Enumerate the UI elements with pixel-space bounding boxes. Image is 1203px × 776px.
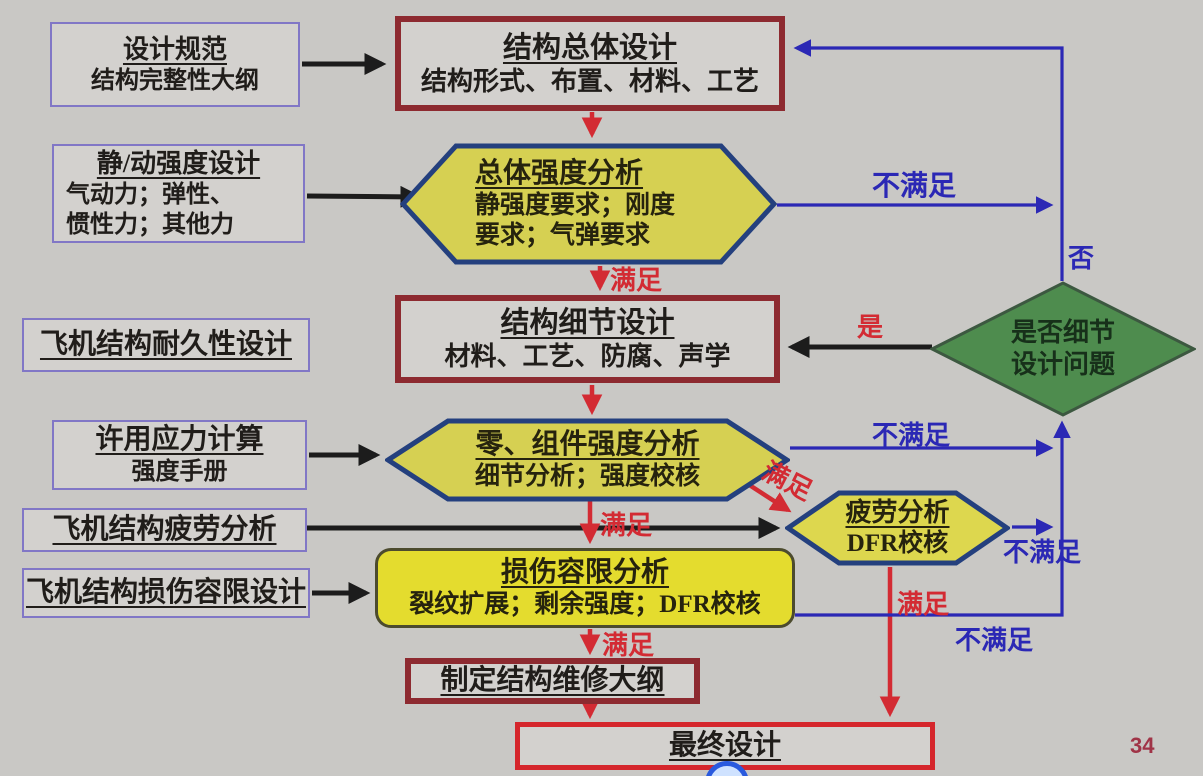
node-allowable-stress-subtitle: 强度手册 [131, 459, 228, 485]
node-durability-design: 飞机结构耐久性设计 [22, 318, 310, 372]
node-final-design-title: 最终设计 [668, 730, 781, 761]
node-damage-tolerance-design: 飞机结构损伤容限设计 [22, 568, 310, 618]
node-damage-tolerance-analysis: 损伤容限分析 裂纹扩展；剩余强度；DFR校核 [375, 548, 795, 628]
node-maintenance-program: 制定结构维修大纲 [405, 658, 700, 704]
node-allowable-stress-title: 许用应力计算 [95, 424, 264, 455]
node-damage-tolerance-title: 损伤容限分析 [500, 557, 669, 588]
node-overall-strength-line1: 静强度要求；刚度 [475, 192, 676, 219]
node-detail-design: 结构细节设计 材料、工艺、防腐、声学 [395, 295, 780, 383]
node-detail-decision-line2: 设计问题 [1010, 350, 1115, 379]
node-overall-design-title: 结构总体设计 [502, 31, 677, 64]
page-number: 34 [1130, 733, 1155, 758]
node-design-spec-subtitle: 结构完整性大纲 [91, 67, 259, 94]
node-overall-design: 结构总体设计 结构形式、布置、材料、工艺 [395, 16, 785, 111]
node-fatigue-design-title: 飞机结构疲劳分析 [52, 514, 277, 545]
overall-strength-hexagon-shape [400, 143, 777, 265]
label-not-satisfied-component: 不满足 [872, 421, 951, 450]
node-overall-strength-title: 总体强度分析 [475, 158, 644, 189]
component-strength-hexagon-shape [385, 418, 790, 502]
label-satisfied-fatigue: 满足 [897, 590, 950, 619]
label-no: 否 [1068, 244, 1095, 273]
label-not-satisfied-fatigue: 不满足 [1003, 538, 1082, 567]
node-allowable-stress: 许用应力计算 强度手册 [52, 420, 307, 490]
node-overall-strength-analysis: 总体强度分析 静强度要求；刚度 要求；气弹要求 [400, 143, 777, 265]
node-fatigue-design: 飞机结构疲劳分析 [22, 508, 307, 552]
node-detail-design-subtitle: 材料、工艺、防腐、声学 [444, 342, 731, 371]
node-fatigue-analysis-title: 疲劳分析 [845, 498, 950, 527]
node-static-dynamic-design: 静/动强度设计 气动力；弹性、 惯性力；其他力 [52, 144, 305, 243]
node-design-spec: 设计规范 结构完整性大纲 [50, 22, 300, 107]
node-static-dynamic-title: 静/动强度设计 [96, 148, 261, 178]
node-detail-decision: 是否细节 设计问题 [930, 281, 1196, 417]
node-maintenance-program-title: 制定结构维修大纲 [440, 665, 665, 696]
label-satisfied-component: 满足 [600, 511, 653, 540]
label-satisfied-damage: 满足 [602, 631, 655, 660]
label-not-satisfied-damage: 不满足 [955, 626, 1034, 655]
decision-diamond-shape [930, 281, 1196, 417]
label-not-satisfied-overall: 不满足 [872, 171, 957, 202]
node-component-strength-subtitle: 细节分析；强度校核 [474, 463, 700, 490]
node-fatigue-analysis: 疲劳分析 DFR校核 [785, 490, 1010, 566]
node-fatigue-analysis-subtitle: DFR校核 [846, 530, 949, 557]
node-design-spec-title: 设计规范 [122, 34, 227, 64]
label-yes: 是 [857, 313, 884, 342]
node-damage-tolerance-design-title: 飞机结构损伤容限设计 [25, 577, 306, 608]
node-durability-design-title: 飞机结构耐久性设计 [39, 329, 292, 360]
node-overall-strength-line2: 要求；气弹要求 [475, 222, 651, 249]
node-static-dynamic-line2: 惯性力；其他力 [66, 211, 234, 238]
node-detail-design-title: 结构细节设计 [500, 307, 675, 339]
node-component-strength-analysis: 零、组件强度分析 细节分析；强度校核 [385, 418, 790, 502]
node-overall-design-subtitle: 结构形式、布置、材料、工艺 [420, 66, 759, 96]
node-static-dynamic-line1: 气动力；弹性、 [66, 181, 234, 208]
node-detail-decision-line1: 是否细节 [1010, 318, 1115, 347]
label-satisfied-overall: 满足 [610, 266, 663, 295]
node-damage-tolerance-subtitle: 裂纹扩展；剩余强度；DFR校核 [409, 591, 761, 618]
node-component-strength-title: 零、组件强度分析 [475, 429, 700, 460]
